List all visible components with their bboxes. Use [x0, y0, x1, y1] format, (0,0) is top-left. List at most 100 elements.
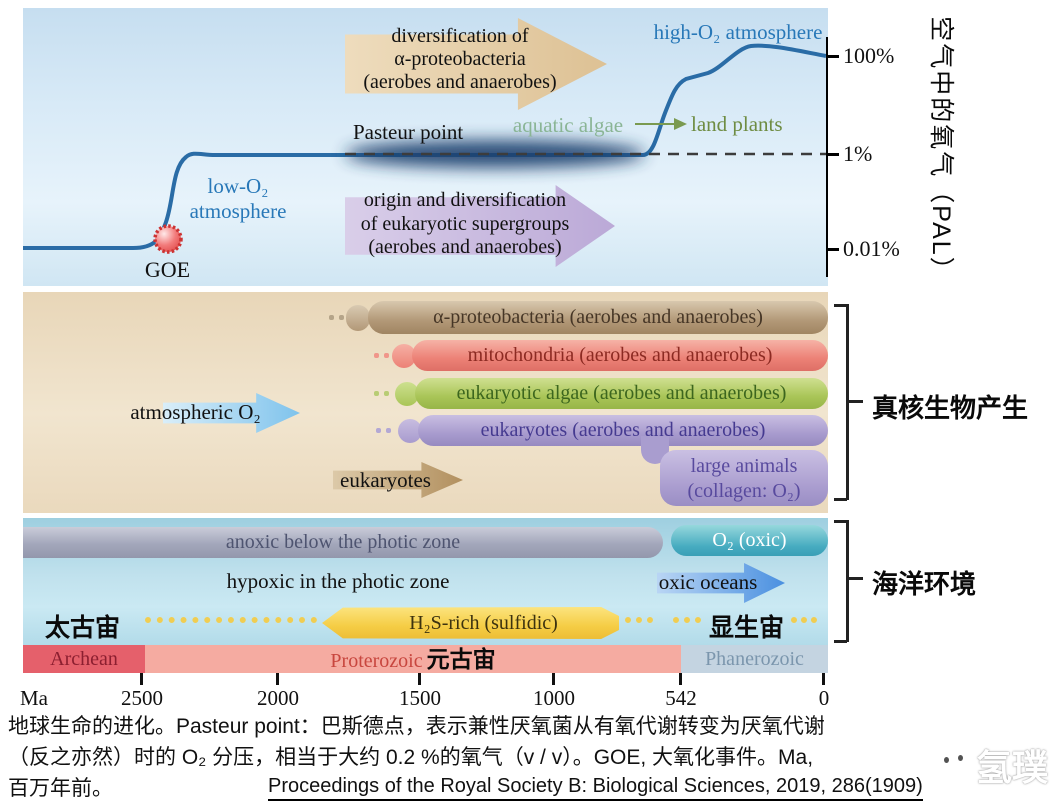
- timeline-proterozoic-label: Proterozoic: [330, 650, 423, 672]
- eukaryote-bracket-label: 真核生物产生: [872, 393, 1029, 423]
- y-tick-label-001: 0.01%: [843, 236, 900, 261]
- timeline-archean: Archean: [23, 645, 145, 673]
- oxygen-curve-plot: [23, 43, 827, 254]
- ocean-bracket-top: [834, 520, 847, 523]
- x-tick-2500: [140, 673, 143, 685]
- large-animals-line1: large animals: [690, 455, 798, 477]
- h2s-bar-label: H₂S-rich (sulfidic): [409, 612, 558, 634]
- oxic-oceans-label: oxic oceans: [658, 570, 758, 594]
- ocean-bracket-dash: [849, 577, 863, 580]
- x-label-542: 542: [665, 686, 697, 710]
- caption-line2: （反之亦然）时的 O₂ 分压，相当于大约 0.2 %的氧气（v / v）。GOE…: [8, 746, 814, 769]
- bar-lead-dots: [376, 428, 391, 433]
- atmosphere-panel: diversification of α-proteobacteria (aer…: [23, 8, 828, 286]
- y-axis-tick-1: [826, 153, 839, 156]
- low-o2-line1: low-O₂: [207, 174, 269, 198]
- hypoxic-label: hypoxic in the photic zone: [226, 569, 450, 593]
- origin-line3: (aerobes and anaerobes): [368, 236, 562, 258]
- diversification-line1: diversification of: [391, 25, 529, 47]
- ocean-bracket-label: 海洋环境: [872, 569, 977, 599]
- watermark-face-icon: [932, 743, 976, 785]
- eukaryote-bracket-dash: [849, 400, 863, 403]
- bar-alpha-proteobacteria: α-proteobacteria (aerobes and anaerobes): [368, 301, 828, 334]
- bar-alpha-proteobacteria-label: α-proteobacteria (aerobes and anaerobes): [433, 306, 763, 328]
- x-label-2500: 2500: [121, 686, 163, 710]
- h2s-bar: H₂S-rich (sulfidic): [322, 607, 619, 639]
- timeline-phanerozoic-label: Phanerozoic: [705, 648, 804, 670]
- origin-arrow: [345, 185, 615, 267]
- x-label-1500: 1500: [399, 686, 441, 710]
- timeline-phanerozoic: Phanerozoic: [681, 645, 828, 673]
- y-tick-label-1: 1%: [843, 141, 873, 166]
- bar-lead-nub: [346, 305, 370, 331]
- origin-line2: of eukaryotic supergroups: [360, 212, 570, 235]
- bar-eukaryotes-label: eukaryotes (aerobes and anaerobes): [480, 419, 766, 441]
- eukaryote-bracket: [846, 304, 849, 500]
- bar-eukaryotic-algae-label: eukaryotic algae (aerobes and anaerobes): [456, 382, 787, 404]
- h2s-dots-right-1: [625, 617, 653, 623]
- y-axis-tick-100: [826, 55, 839, 58]
- timeline-proterozoic-zh-label: 元古宙: [426, 646, 496, 672]
- x-tick-1000: [552, 673, 555, 685]
- x-label-1000: 1000: [533, 686, 575, 710]
- diversification-line3: (aerobes and anaerobes): [363, 71, 557, 93]
- watermark: 氢璞: [916, 737, 1058, 795]
- large-animals-blob: large animals (collagen: O₂): [660, 450, 828, 506]
- ocean-bracket-bottom: [834, 640, 847, 643]
- eukaryote-bracket-top: [834, 304, 847, 307]
- goe-marker-icon: [153, 224, 183, 254]
- h2s-dots-right-2: [673, 617, 701, 623]
- algae-to-plants-arrow-icon: [635, 118, 687, 130]
- o2-oxic-pill: O₂ (oxic): [671, 525, 828, 556]
- large-animals-text: large animals (collagen: O₂): [660, 450, 828, 504]
- timeline-archean-label: Archean: [50, 648, 118, 670]
- o2-oxic-label: O₂ (oxic): [712, 529, 787, 551]
- eukaryote-panel: α-proteobacteria (aerobes and anaerobes)…: [23, 292, 828, 513]
- bar-lead-dots: [329, 315, 344, 320]
- caption-line3: 百万年前。: [8, 777, 113, 800]
- bar-mitochondria: mitochondria (aerobes and anaerobes): [412, 340, 828, 371]
- h2s-dots-right-3: [791, 617, 817, 623]
- land-plants-label: land plants: [691, 112, 783, 136]
- bar-lead-dots: [374, 353, 389, 358]
- timeline-proterozoic: Proterozoic 元古宙: [145, 645, 681, 673]
- phanerozoic-zh-label: 显生宙: [709, 614, 785, 642]
- pasteur-point-label: Pasteur point: [353, 120, 464, 144]
- caption-line1: 地球生命的进化。Pasteur point：巴斯德点，表示兼性厌氧菌从有氧代谢转…: [8, 715, 825, 738]
- y-axis-title-vertical: 空气中的氧气（PAL）: [927, 16, 955, 284]
- bar-mitochondria-label: mitochondria (aerobes and anaerobes): [467, 344, 773, 366]
- anoxic-bar: anoxic below the photic zone: [23, 527, 663, 558]
- x-label-2000: 2000: [257, 686, 299, 710]
- x-axis-unit: Ma: [20, 686, 48, 710]
- atmospheric-o2-label: atmospheric O₂: [130, 400, 261, 424]
- low-o2-label: low-O₂ atmosphere: [173, 174, 303, 224]
- bar-lead-dots: [374, 391, 389, 396]
- bar-eukaryotic-algae: eukaryotic algae (aerobes and anaerobes): [415, 378, 828, 409]
- diversification-line2: α-proteobacteria: [394, 48, 526, 70]
- h2s-dotted-trail-left: [145, 617, 317, 623]
- anoxic-bar-label: anoxic below the photic zone: [225, 531, 461, 553]
- high-o2-label: high-O₂ atmosphere: [653, 20, 823, 44]
- x-tick-2000: [276, 673, 279, 685]
- goe-label: GOE: [144, 257, 191, 282]
- x-label-0: 0: [818, 686, 830, 710]
- eukaryotes-arrow-label: eukaryotes: [340, 468, 431, 492]
- large-animals-line2: (collagen: O₂): [687, 480, 801, 502]
- ocean-panel: anoxic below the photic zone O₂ (oxic) h…: [23, 518, 828, 645]
- aquatic-algae-label: aquatic algae: [512, 113, 624, 137]
- low-o2-line2: atmosphere: [189, 199, 287, 223]
- bar-eukaryotes: eukaryotes (aerobes and anaerobes): [418, 415, 828, 446]
- diversification-arrow-text: diversification of α-proteobacteria (aer…: [340, 25, 580, 94]
- x-tick-0: [822, 673, 825, 685]
- y-axis-line: [826, 37, 828, 277]
- ocean-bracket: [846, 520, 849, 642]
- y-tick-label-100: 100%: [843, 43, 895, 68]
- oxygen-curve: [23, 43, 827, 250]
- origin-line1: origin and diversification: [363, 189, 567, 211]
- x-tick-542: [679, 673, 682, 685]
- archean-zh-label: 太古宙: [45, 614, 121, 642]
- y-axis-tick-001: [826, 248, 839, 251]
- x-tick-1500: [418, 673, 421, 685]
- watermark-eye-right: [958, 755, 963, 761]
